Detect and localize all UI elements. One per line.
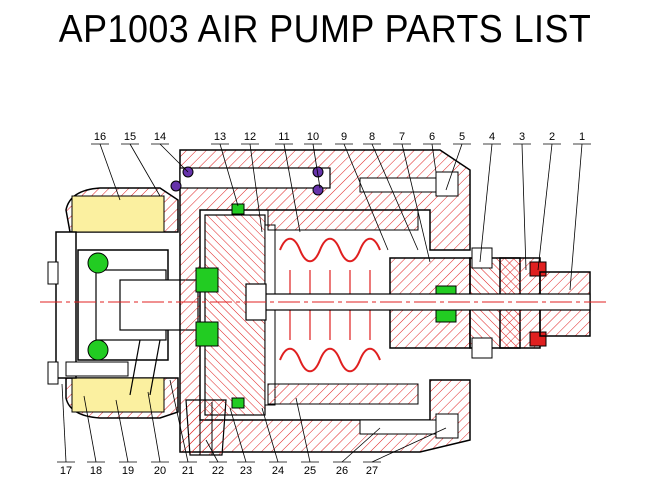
- oring-lower: [195, 321, 219, 347]
- part-number-1: 1: [579, 131, 585, 143]
- leader-line-6: [431, 143, 437, 173]
- bearing-top: [87, 252, 109, 274]
- part-number-13: 13: [214, 131, 226, 143]
- part-number-9: 9: [341, 131, 347, 143]
- leader-line-16: [99, 143, 121, 201]
- part-number-2: 2: [549, 131, 555, 143]
- leader-line-12: [249, 143, 263, 233]
- part-number-16: 16: [94, 131, 106, 143]
- leader-line-22: [205, 439, 219, 463]
- part-number-8: 8: [369, 131, 375, 143]
- part-number-11: 11: [278, 131, 289, 143]
- outlet-fitting: [245, 171, 591, 439]
- oring-upper: [195, 267, 219, 293]
- leader-line-3: [521, 143, 527, 271]
- part-number-7: 7: [399, 131, 405, 143]
- leader-line-18: [83, 395, 97, 463]
- leader-line-20: [147, 391, 161, 463]
- part-number-21: 21: [182, 465, 194, 477]
- part-number-25: 25: [304, 465, 316, 477]
- part-numbers-bottom: 17 18 19 20 21 22 23 24 25 26 27: [57, 379, 447, 477]
- part-number-14: 14: [154, 131, 166, 143]
- part-number-12: 12: [244, 131, 256, 143]
- leader-line-21: [169, 379, 189, 463]
- leader-line-10: [312, 143, 321, 189]
- part-number-17: 17: [60, 465, 72, 477]
- part-number-26: 26: [336, 465, 348, 477]
- leader-line-5: [445, 143, 463, 191]
- bolt-27: [359, 419, 441, 435]
- leader-line-9: [343, 143, 389, 251]
- part-number-19: 19: [122, 465, 134, 477]
- part-number-4: 4: [489, 131, 495, 143]
- part-number-18: 18: [90, 465, 102, 477]
- leader-line-15: [129, 143, 161, 197]
- screw-17: [65, 361, 129, 377]
- part-number-5: 5: [459, 131, 465, 143]
- bolt-5: [359, 177, 441, 193]
- leader-line-17: [61, 383, 67, 463]
- part-number-10: 10: [307, 131, 319, 143]
- leader-line-13: [219, 143, 239, 207]
- part-numbers-top: 16 15 14 13 12 11 10 9 8 7 6 5 4 3 2 1: [91, 131, 591, 291]
- part-number-3: 3: [519, 131, 525, 143]
- bearing-bottom: [87, 339, 109, 361]
- leader-line-8: [371, 143, 419, 251]
- leader-line-25: [295, 397, 311, 463]
- part-number-15: 15: [124, 131, 136, 143]
- leader-line-1: [569, 143, 583, 291]
- leader-line-19: [115, 399, 129, 463]
- leader-line-23: [229, 407, 247, 463]
- leader-line-24: [261, 407, 279, 463]
- part-number-24: 24: [272, 465, 284, 477]
- leader-line-7: [401, 143, 431, 263]
- part-number-22: 22: [212, 465, 224, 477]
- crank-assembly: [47, 249, 199, 396]
- leader-line-26: [341, 427, 381, 463]
- leader-line-2: [537, 143, 553, 271]
- filter-cap: [55, 187, 179, 419]
- page-title: AP1003 AIR PUMP PARTS LIST: [58, 8, 592, 51]
- part-number-23: 23: [240, 465, 252, 477]
- leader-line-11: [283, 143, 301, 233]
- filter-element-top: [71, 195, 165, 233]
- leader-line-27: [371, 427, 447, 463]
- part-number-27: 27: [366, 465, 378, 477]
- part-number-20: 20: [154, 465, 166, 477]
- leader-line-14: [159, 143, 189, 173]
- part-number-6: 6: [429, 131, 435, 143]
- leader-line-4: [479, 143, 493, 263]
